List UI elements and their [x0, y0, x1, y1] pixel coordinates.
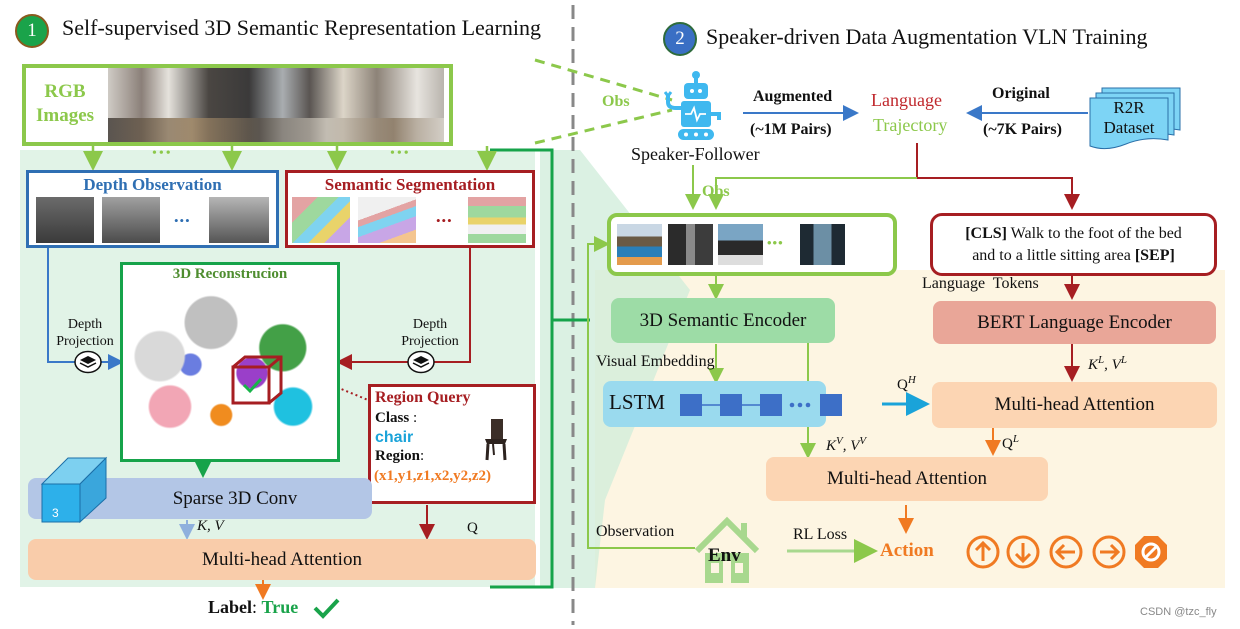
action-label: Action — [880, 540, 934, 561]
lstm-block: LSTM — [603, 381, 842, 427]
augmented-label: Augmented — [753, 88, 833, 105]
arrow-right-icon — [1092, 535, 1126, 569]
depth-image-2 — [102, 197, 160, 243]
region-query-region-value: (x1,y1,z1,x2,y2,z2) — [374, 468, 492, 484]
section1-badge: 1 — [15, 14, 49, 48]
segmentation-image-3 — [468, 197, 526, 243]
observation-images-box: ••• — [607, 213, 897, 276]
section1-title: Self-supervised 3D Semantic Representati… — [62, 15, 541, 40]
language-tokens-label: Language Tokens — [922, 275, 1039, 292]
ellipsis-dots-left: ••• — [152, 146, 173, 161]
chair-icon — [481, 417, 511, 461]
bert-language-encoder-block: BERT Language Encoder — [933, 301, 1216, 344]
lstm-label: LSTM — [609, 390, 666, 414]
watermark: CSDN @tzc_fly — [1140, 606, 1217, 618]
arrow-down-icon — [1006, 535, 1040, 569]
kl-vl-label: KL, VL — [1088, 354, 1127, 373]
depth-observation-title: Depth Observation — [83, 175, 222, 194]
3d-cube-icon: 3 — [40, 456, 110, 526]
visual-embedding-label: Visual Embedding — [596, 353, 715, 370]
depth-projection-right-label: Depth Projection — [401, 317, 459, 349]
dataset-subtitle: Dataset — [1103, 118, 1155, 137]
stop-icon — [1134, 535, 1168, 569]
original-label: Original — [992, 85, 1050, 102]
mha-section1-block: Multi-head Attention — [28, 539, 536, 580]
layers-icon-right — [407, 350, 435, 374]
depth-observation-box: Depth Observation ••• — [26, 170, 279, 248]
action-icons — [966, 535, 1176, 571]
cls-token: [CLS] — [965, 224, 1007, 242]
rl-loss-label: RL Loss — [793, 526, 848, 543]
q-label: Q — [467, 520, 478, 536]
section2-title: Speaker-driven Data Augmentation VLN Tra… — [706, 24, 1148, 49]
query-cube-icon — [229, 353, 285, 409]
observation-label: Observation — [596, 523, 675, 540]
layers-icon-left — [74, 350, 102, 374]
region-query-box: Region Query Class : chair Region: (x1,y… — [368, 384, 536, 504]
arrow-left-icon — [1049, 535, 1083, 569]
rgb-images-label: RGB Images — [35, 81, 95, 126]
trajectory-label: Trajectory — [873, 115, 948, 135]
region-query-region-row: Region: — [375, 448, 425, 464]
ql-label: QL — [1002, 433, 1019, 452]
semantic-segmentation-box: Semantic Segmentation ••• — [285, 170, 535, 248]
semantic-segmentation-title: Semantic Segmentation — [324, 175, 496, 194]
dataset-name: R2R — [1113, 98, 1145, 117]
augmented-pairs-label: (~1M Pairs) — [750, 121, 832, 138]
depth-image-3 — [209, 197, 269, 243]
region-query-class-row: Class : — [375, 410, 418, 426]
checkmark-icon — [312, 596, 340, 620]
3d-reconstruction-title: 3D Reconstrucion — [172, 266, 288, 282]
obs-label-dashed: Obs — [602, 93, 630, 110]
obs-image-2 — [668, 224, 713, 265]
mha-top-block: Multi-head Attention — [932, 382, 1217, 428]
depth-projection-left-label: Depth Projection — [56, 317, 114, 349]
ellipsis-dots-right: ••• — [390, 146, 411, 161]
obs-image-4 — [800, 224, 845, 265]
env-label: Env — [708, 545, 741, 566]
language-label: Language — [871, 90, 942, 110]
section2-badge: 2 — [663, 22, 697, 56]
segmentation-image-1 — [292, 197, 350, 243]
kv-v-label: KV, VV — [826, 435, 867, 454]
speaker-follower-robot-icon — [664, 70, 724, 142]
qh-label: QH — [897, 374, 916, 393]
3d-semantic-encoder-block: 3D Semantic Encoder — [611, 298, 835, 343]
speaker-follower-label: Speaker-Follower — [631, 144, 760, 164]
segmentation-image-2 — [358, 197, 416, 243]
label-output: Label: True — [208, 597, 299, 617]
original-pairs-label: (~7K Pairs) — [983, 121, 1062, 138]
instruction-box: [CLS] Walk to the foot of the bed and to… — [930, 213, 1217, 276]
obs-label-down: Obs — [702, 183, 730, 200]
region-query-class-value: chair — [375, 429, 414, 446]
label-value: True — [261, 597, 299, 617]
obs-image-3 — [718, 224, 763, 265]
arrow-up-icon — [966, 535, 1000, 569]
depth-image-1 — [36, 197, 94, 243]
lstm-cells — [680, 392, 842, 418]
cube-label: 3 — [52, 506, 59, 520]
env-house-icon: Env — [695, 515, 759, 583]
obs-image-1 — [617, 224, 662, 265]
region-query-title: Region Query — [375, 389, 471, 406]
kv-label: K, V — [197, 518, 224, 534]
mha-bottom-block: Multi-head Attention — [766, 457, 1048, 501]
r2r-dataset-icon: R2R Dataset — [1088, 86, 1182, 150]
sep-token: [SEP] — [1134, 246, 1175, 264]
3d-reconstruction-box: 3D Reconstrucion — [120, 262, 340, 462]
